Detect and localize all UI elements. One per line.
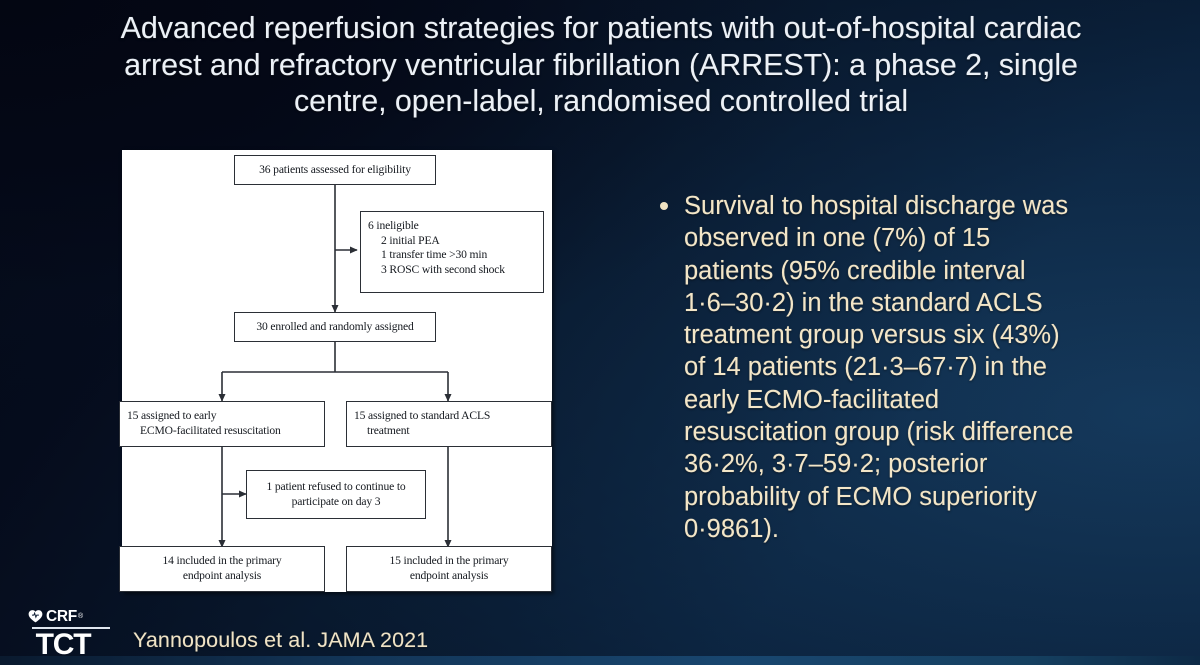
flow-box-assessed: 36 patients assessed for eligibility — [234, 155, 436, 185]
flow-box-ineligible-item-3: 3 ROSC with second shock — [381, 262, 505, 276]
flow-box-ineligible-item-1: 2 initial PEA — [381, 233, 440, 247]
bullet-list-item: Survival to hospital discharge was obser… — [660, 190, 1080, 545]
flow-box-assigned-ecmo: 15 assigned to early ECMO-facilitated re… — [119, 401, 325, 447]
logo-divider — [32, 627, 110, 629]
flow-box-assessed-label: 36 patients assessed for eligibility — [259, 162, 411, 176]
flow-box-analysis-ecmo-line1: 14 included in the primary — [162, 554, 282, 568]
flow-box-ineligible-item-2: 1 transfer time >30 min — [381, 248, 488, 262]
logo-crf-text: CRF — [46, 607, 77, 625]
flow-box-assigned-acls-line1: 15 assigned to standard ACLS — [354, 409, 491, 423]
flow-box-assigned-ecmo-line1: 15 assigned to early — [127, 409, 217, 423]
heart-icon — [28, 610, 43, 623]
flow-box-analysis-acls-line2: endpoint analysis — [409, 569, 489, 582]
crf-tct-logo: CRF ® TCT — [14, 606, 118, 661]
flow-box-enrolled: 30 enrolled and randomly assigned — [234, 312, 436, 342]
flow-box-refused: 1 patient refused to continue to partici… — [246, 470, 426, 519]
flow-box-ineligible-title: 6 ineligible — [368, 219, 419, 232]
flow-box-refused-line1: 1 patient refused to continue to — [266, 479, 406, 493]
flow-box-analysis-acls-line1: 15 included in the primary — [389, 554, 509, 568]
flow-box-assigned-ecmo-line2: ECMO-facilitated resuscitation — [140, 424, 281, 437]
flow-box-analysis-acls: 15 included in the primary endpoint anal… — [346, 546, 552, 592]
source-citation: Yannopoulos et al. JAMA 2021 — [133, 628, 429, 652]
flow-box-assigned-acls-line2: treatment — [367, 424, 410, 437]
logo-tct-text: TCT — [35, 628, 92, 661]
logo-top-row: CRF ® — [14, 606, 118, 626]
slide-bottom-accent-band — [0, 656, 1200, 665]
bullet-item-text: Survival to hospital discharge was obser… — [684, 192, 1074, 543]
flow-box-analysis-ecmo: 14 included in the primary endpoint anal… — [119, 546, 325, 592]
flow-box-assigned-acls: 15 assigned to standard ACLS treatment — [346, 401, 552, 447]
logo-trademark: ® — [77, 612, 84, 620]
flow-box-refused-line2: participate on day 3 — [291, 494, 381, 508]
flow-box-analysis-ecmo-line2: endpoint analysis — [182, 569, 262, 582]
flow-box-ineligible: 6 ineligible 2 initial PEA 1 transfer ti… — [360, 211, 544, 293]
flow-box-enrolled-label: 30 enrolled and randomly assigned — [256, 319, 414, 333]
slide-title: Advanced reperfusion strategies for pati… — [120, 11, 1082, 118]
bullet-point-icon — [660, 202, 668, 210]
key-findings-bullet-block: Survival to hospital discharge was obser… — [660, 190, 1080, 545]
